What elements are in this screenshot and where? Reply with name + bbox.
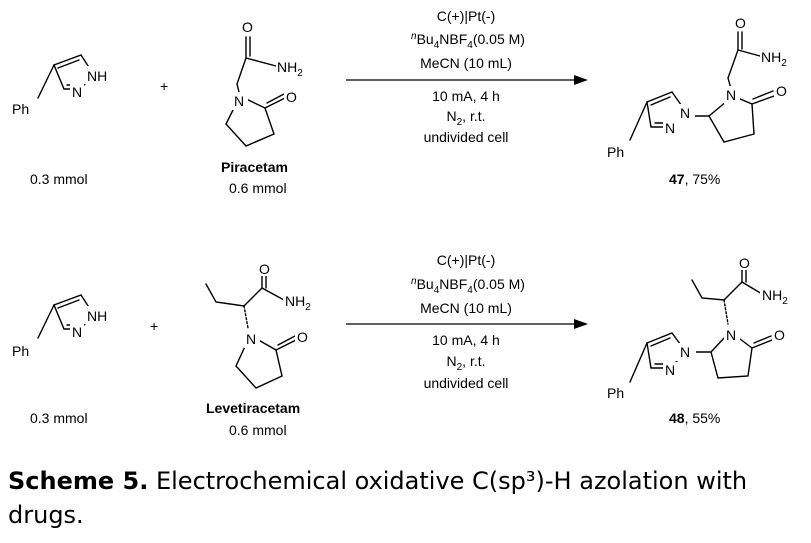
amide-nh2-label: NH2 [761,49,787,69]
reaction-2: NH N Ph 0.3 mmol + O NH2 N O Levetiracet… [12,252,794,438]
amount-label: 0.6 mmol [229,180,287,196]
product-label: 48, 55% [669,410,720,426]
lactam-n-label: N [246,331,256,347]
pyrazole-n1-label: N [680,105,690,121]
carbonyl-o-label: O [735,15,746,31]
amount-label: 0.3 mmol [30,171,88,187]
lactam-o-label: O [776,83,787,99]
reaction-1: NH N Ph 0.3 mmol + O NH2 N O Piracetam 0… [12,8,794,196]
lactam-n-label: N [234,93,244,109]
product-47: O NH2 N O N N Ph 47, 75% [607,12,794,187]
condition-current: 10 mA, 4 h [432,88,500,104]
product-48: O NH2 N O N N Ph 48, 55% [607,252,794,426]
amount-label: 0.3 mmol [30,410,88,426]
lactam-n-label: N [726,327,736,343]
caption-text: Electrochemical oxidative C(sp³)-H azola… [8,467,748,529]
n-label: N [72,324,82,340]
condition-cell: undivided cell [424,375,509,391]
condition-solvent: MeCN (10 mL) [420,300,512,316]
amount-label: 0.6 mmol [229,422,287,438]
nh-label: NH [87,308,107,324]
plus-sign: + [160,78,168,94]
scheme-caption: Scheme 5. Electrochemical oxidative C(sp… [8,464,808,532]
arrow-head [574,319,588,329]
ph-label: Ph [12,343,29,359]
amide-nh2-label: NH2 [762,287,788,307]
reactant-3-phenylpyrazole-2: NH N Ph 0.3 mmol [12,294,107,426]
plus-sign: + [150,318,158,334]
lactam-n-label: N [726,87,736,103]
product-label: 47, 75% [669,171,720,187]
lactam-o-label: O [297,329,308,345]
amide-nh2-label: NH2 [277,59,303,79]
condition-electrodes: C(+)|Pt(-) [437,8,495,24]
reagent-name: Piracetam [221,159,288,175]
condition-electrodes: C(+)|Pt(-) [437,252,495,268]
reagent-name: Levetiracetam [206,400,300,416]
carbonyl-o-label: O [739,255,750,271]
reaction-conditions-2: C(+)|Pt(-) nBu4NBF4(0.05 M) MeCN (10 mL)… [346,252,588,391]
ph-label: Ph [607,385,624,401]
amide-nh2-label: NH2 [285,293,311,313]
carbonyl-o-label: O [259,261,270,277]
ph-label: Ph [12,101,29,117]
lactam-o-label: O [286,89,297,105]
reactant-3-phenylpyrazole-1: NH N Ph 0.3 mmol [12,54,107,187]
pyrazole-n2-label: N [665,362,675,378]
pyrazole-n1-label: N [680,344,690,360]
ph-label: Ph [607,144,624,160]
condition-atmosphere: N2, r.t. [446,108,485,128]
nh-label: NH [87,68,107,84]
reaction-conditions-1: C(+)|Pt(-) nBu4NBF4(0.05 M) MeCN (10 mL)… [346,8,588,145]
condition-current: 10 mA, 4 h [432,332,500,348]
carbonyl-o-label: O [242,19,253,35]
caption-label: Scheme 5. [8,467,149,495]
condition-electrolyte: nBu4NBF4(0.05 M) [411,31,525,51]
lactam-o-label: O [774,327,785,343]
condition-solvent: MeCN (10 mL) [420,55,512,71]
condition-atmosphere: N2, r.t. [446,353,485,373]
condition-electrolyte: nBu4NBF4(0.05 M) [411,276,525,296]
reactant-levetiracetam: O NH2 N O Levetiracetam 0.6 mmol [205,258,317,438]
pyrazole-n2-label: N [665,120,675,136]
condition-cell: undivided cell [424,129,509,145]
reactant-piracetam: O NH2 N O Piracetam 0.6 mmol [221,16,310,196]
reaction-scheme: NH N Ph 0.3 mmol + O NH2 N O Piracetam 0… [12,8,794,438]
arrow-head [574,75,588,85]
n-label: N [72,84,82,100]
